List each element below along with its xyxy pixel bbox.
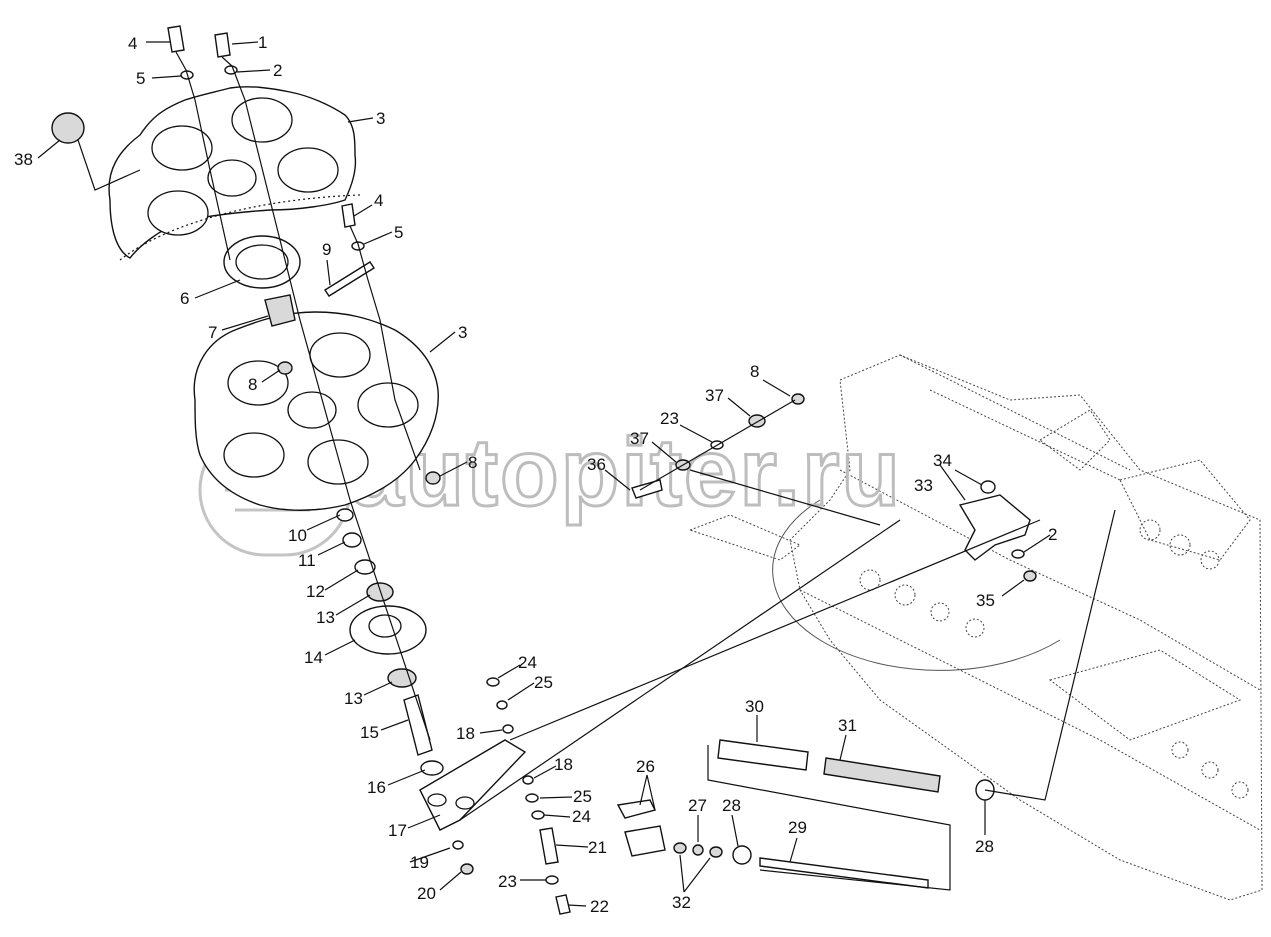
callout-32: 32 [672, 893, 691, 912]
callout-21: 21 [588, 838, 607, 857]
callout-16: 16 [367, 778, 386, 797]
callout-13-lower: 13 [344, 689, 363, 708]
callout-30: 30 [745, 697, 764, 716]
callout-37-right: 37 [705, 386, 724, 405]
cap-plug [51, 112, 85, 144]
callout-5-top: 5 [136, 69, 145, 88]
callout-27: 27 [688, 796, 707, 815]
callout-12: 12 [306, 582, 325, 601]
callout-28-right: 28 [975, 837, 994, 856]
lower-sprocket [193, 311, 439, 511]
hub-flange-group [223, 235, 375, 327]
spring-assembly [616, 739, 995, 891]
assembly-lines [77, 51, 1116, 821]
bracket-group [277, 361, 1037, 582]
callout-labels: 4 1 2 5 3 38 4 5 9 6 7 3 8 8 10 11 12 13… [14, 33, 1057, 916]
callout-14: 14 [304, 648, 323, 667]
callout-38: 38 [14, 150, 33, 169]
callout-24-bottom: 24 [572, 807, 591, 826]
callout-23-top: 23 [660, 409, 679, 428]
leader-lines [37, 41, 1051, 907]
callout-24-top: 24 [518, 653, 537, 672]
callout-25-top: 25 [534, 673, 553, 692]
callout-22: 22 [590, 897, 609, 916]
callout-33: 33 [914, 476, 933, 495]
callout-10: 10 [288, 526, 307, 545]
callout-20: 20 [417, 884, 436, 903]
callout-2-top: 2 [273, 61, 282, 80]
callout-8-sprocket: 8 [248, 375, 257, 394]
callout-34: 34 [933, 451, 952, 470]
callout-18-left: 18 [456, 724, 475, 743]
callout-8-top: 8 [750, 362, 759, 381]
callout-23-bottom: 23 [498, 872, 517, 891]
callout-3-upper: 3 [376, 109, 385, 128]
callout-18-right: 18 [554, 755, 573, 774]
bearing-stack [336, 508, 444, 776]
callout-7: 7 [208, 323, 217, 342]
callout-2-bracket: 2 [1048, 525, 1057, 544]
callout-31: 31 [838, 716, 857, 735]
top-fasteners [167, 25, 365, 251]
callout-11: 11 [298, 551, 316, 570]
callout-35: 35 [976, 591, 995, 610]
upper-sprocket [108, 86, 361, 261]
callout-28-left: 28 [722, 796, 741, 815]
callout-37-left: 37 [630, 429, 649, 448]
watermark-text: autopiter.ru [350, 419, 902, 526]
callout-9: 9 [322, 240, 331, 259]
callout-5-mid: 5 [394, 223, 403, 242]
callout-13-upper: 13 [316, 608, 335, 627]
callout-29: 29 [788, 818, 807, 837]
callout-17: 17 [388, 821, 407, 840]
lever-arm [419, 677, 527, 875]
callout-6: 6 [180, 289, 189, 308]
callout-19: 19 [410, 853, 429, 872]
chassis-frame [688, 354, 1263, 901]
callout-8-lower: 8 [468, 453, 477, 472]
callout-4-mid: 4 [374, 191, 383, 210]
callout-36: 36 [587, 455, 606, 474]
callout-25-bottom: 25 [573, 787, 592, 806]
callout-4-top: 4 [128, 34, 137, 53]
callout-15: 15 [360, 723, 379, 742]
callout-26: 26 [636, 757, 655, 776]
callout-1: 1 [258, 33, 267, 52]
callout-3-lower: 3 [458, 323, 467, 342]
